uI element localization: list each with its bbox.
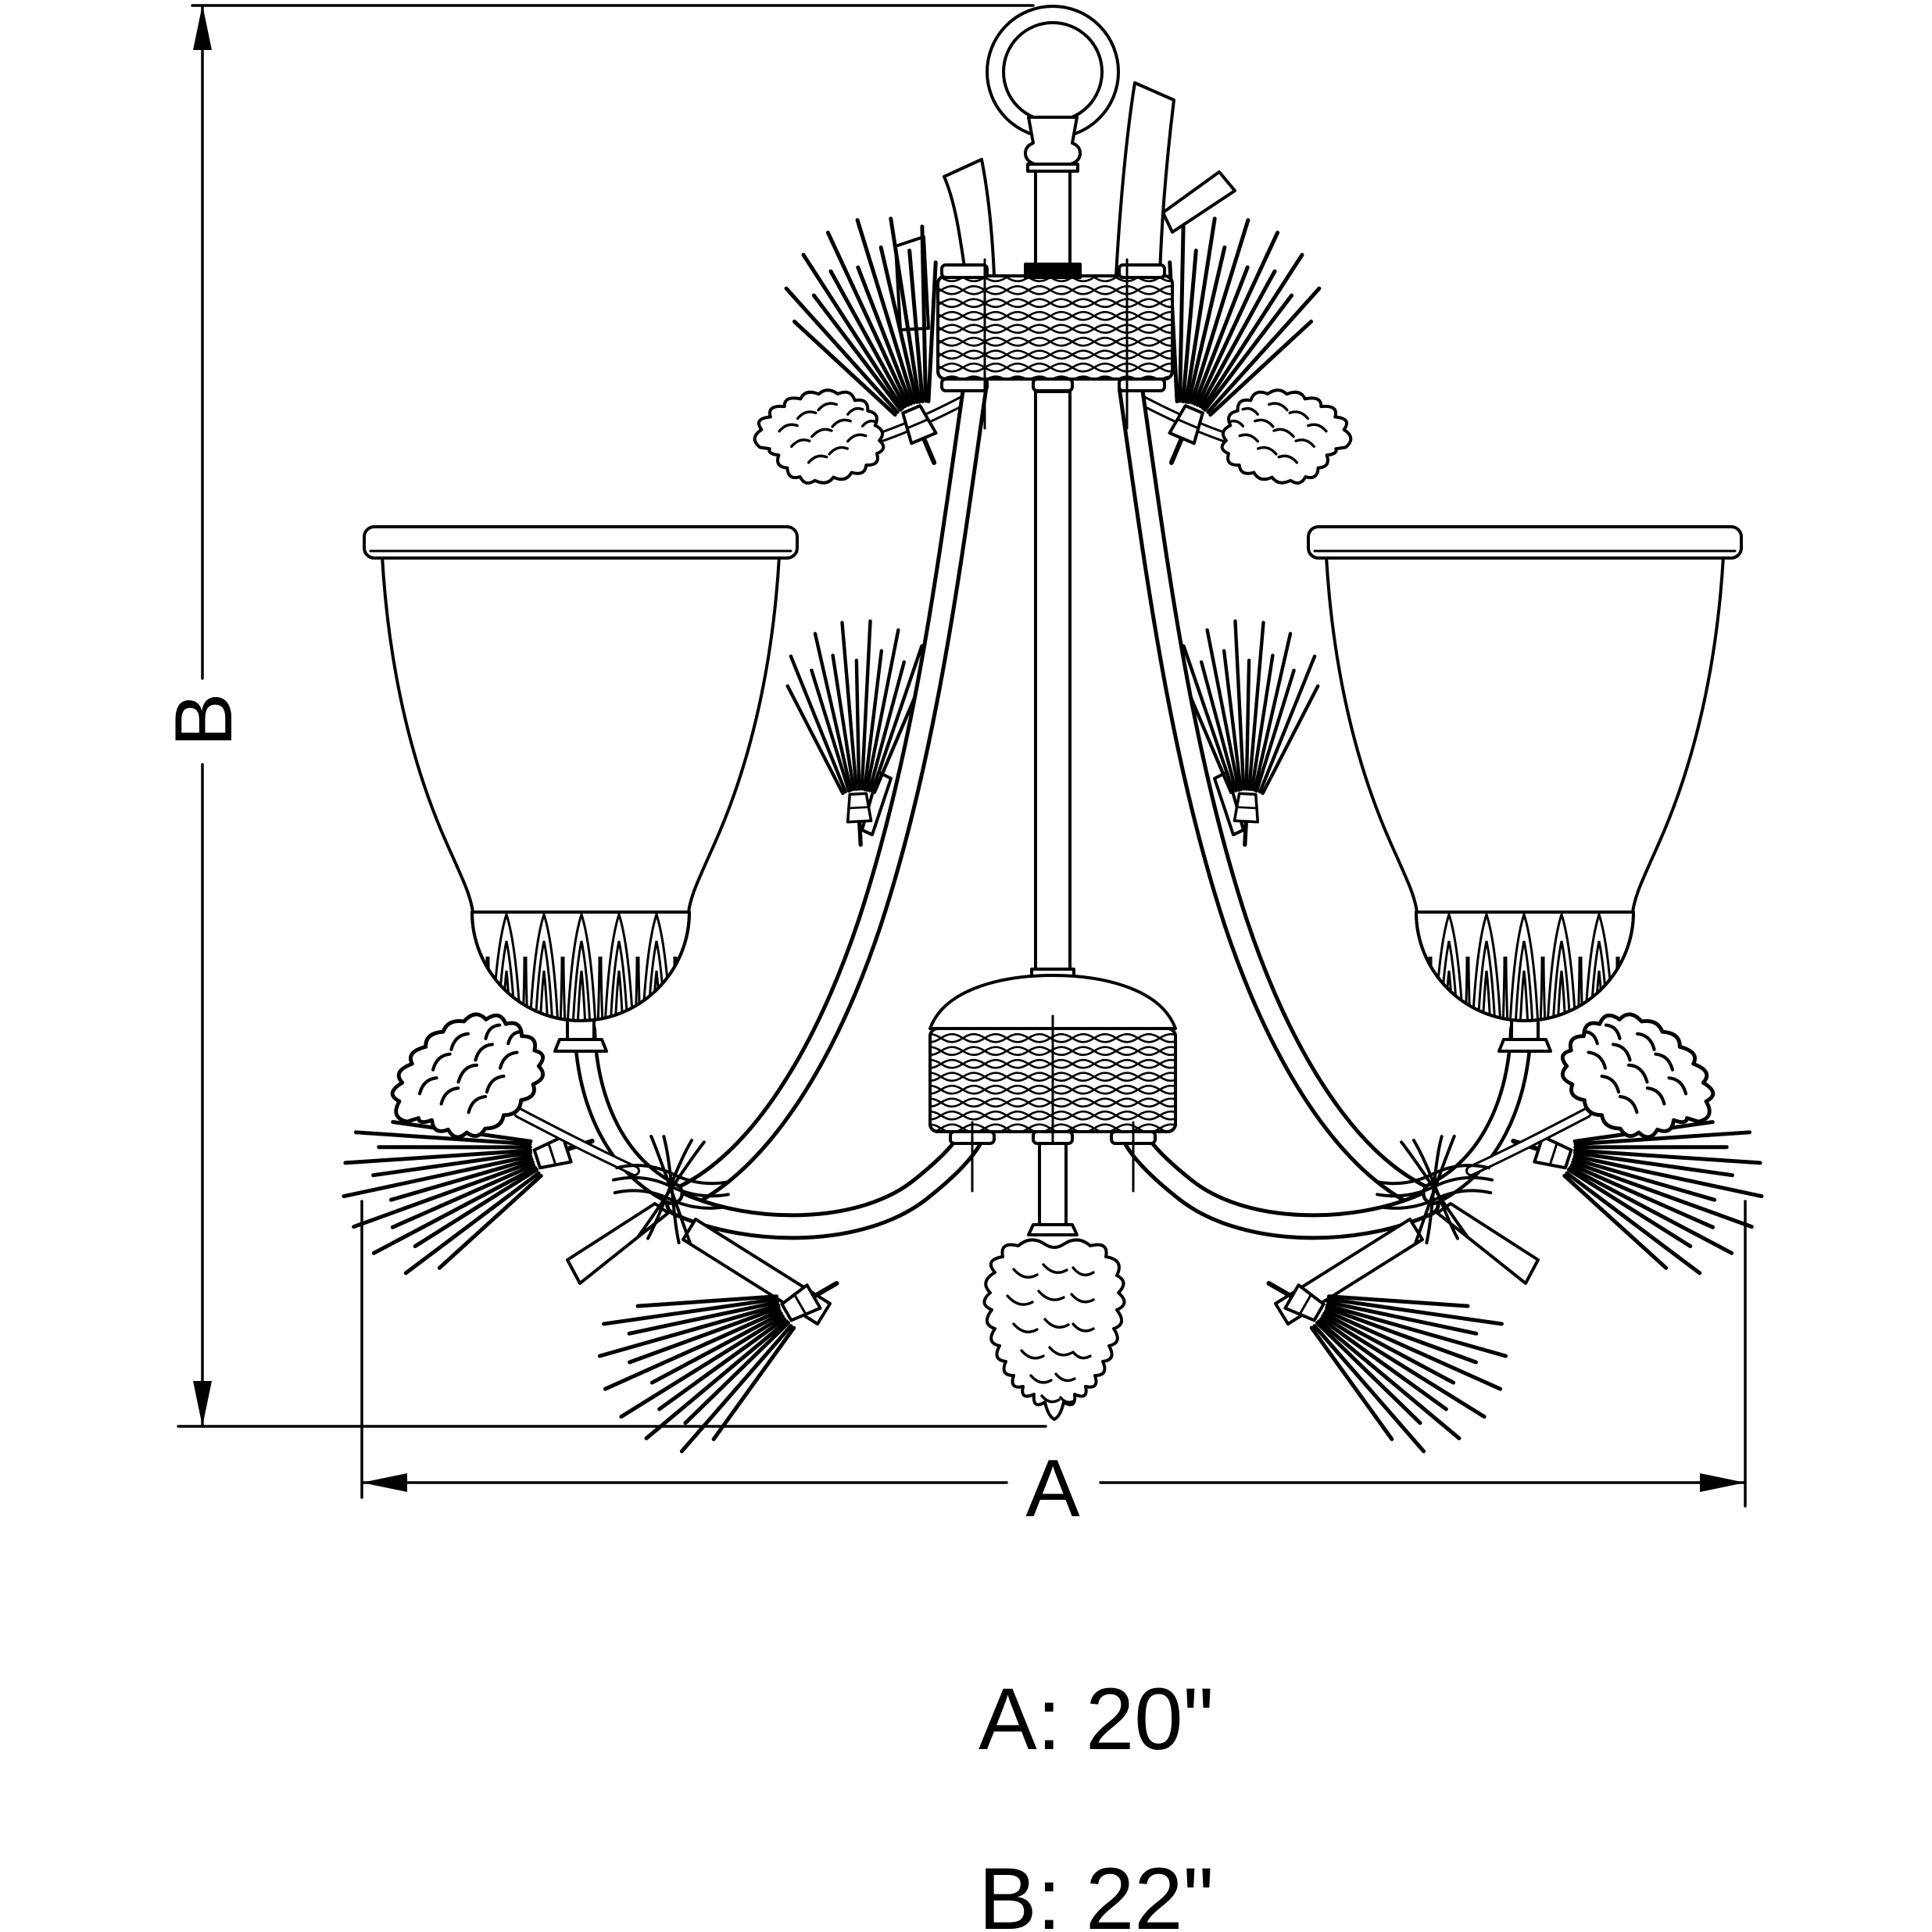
dim-a-letter: A (1025, 1444, 1080, 1534)
shade-rim (363, 525, 799, 560)
cup-neck-flare (553, 1038, 608, 1053)
hanging-ring (986, 5, 1120, 139)
drum-tab (940, 377, 989, 392)
spec-line-a: A: 20" (979, 1670, 1214, 1768)
top-woven-drum (936, 258, 1174, 430)
dim-b-letter: B (159, 692, 249, 746)
drum-tab (1118, 377, 1166, 392)
stem-upper (1034, 170, 1072, 279)
cup-woodgrain (470, 911, 691, 1022)
arrowhead-left (362, 1473, 407, 1492)
finial (982, 1142, 1126, 1421)
dome (928, 974, 1177, 1030)
top-branches (894, 81, 1236, 331)
branch-blade-right (1114, 81, 1175, 277)
stem-lower (1034, 390, 1072, 984)
drum-tab (1032, 377, 1074, 392)
branch-blade-left (943, 158, 996, 279)
ring-collar (1024, 116, 1082, 173)
finial-flare (1027, 1223, 1079, 1236)
spec-line-b: B: 22" (979, 1850, 1214, 1932)
drum-tab (1118, 263, 1166, 279)
dimension-a: A (360, 1200, 1747, 1534)
arrowhead-right (1700, 1473, 1745, 1492)
drum-tab (940, 263, 989, 279)
arrowhead-down (193, 1381, 212, 1426)
threaded-collar (1024, 263, 1082, 279)
shade-cup (470, 911, 691, 1053)
finial-tube (1038, 1142, 1068, 1226)
branch-twig-right (1161, 170, 1236, 234)
center-body (928, 968, 1177, 1193)
side-assembly (326, 198, 1008, 1473)
dimension-b: B (159, 4, 1047, 1428)
arrowhead-up (193, 5, 212, 50)
glass-shade (363, 525, 799, 914)
